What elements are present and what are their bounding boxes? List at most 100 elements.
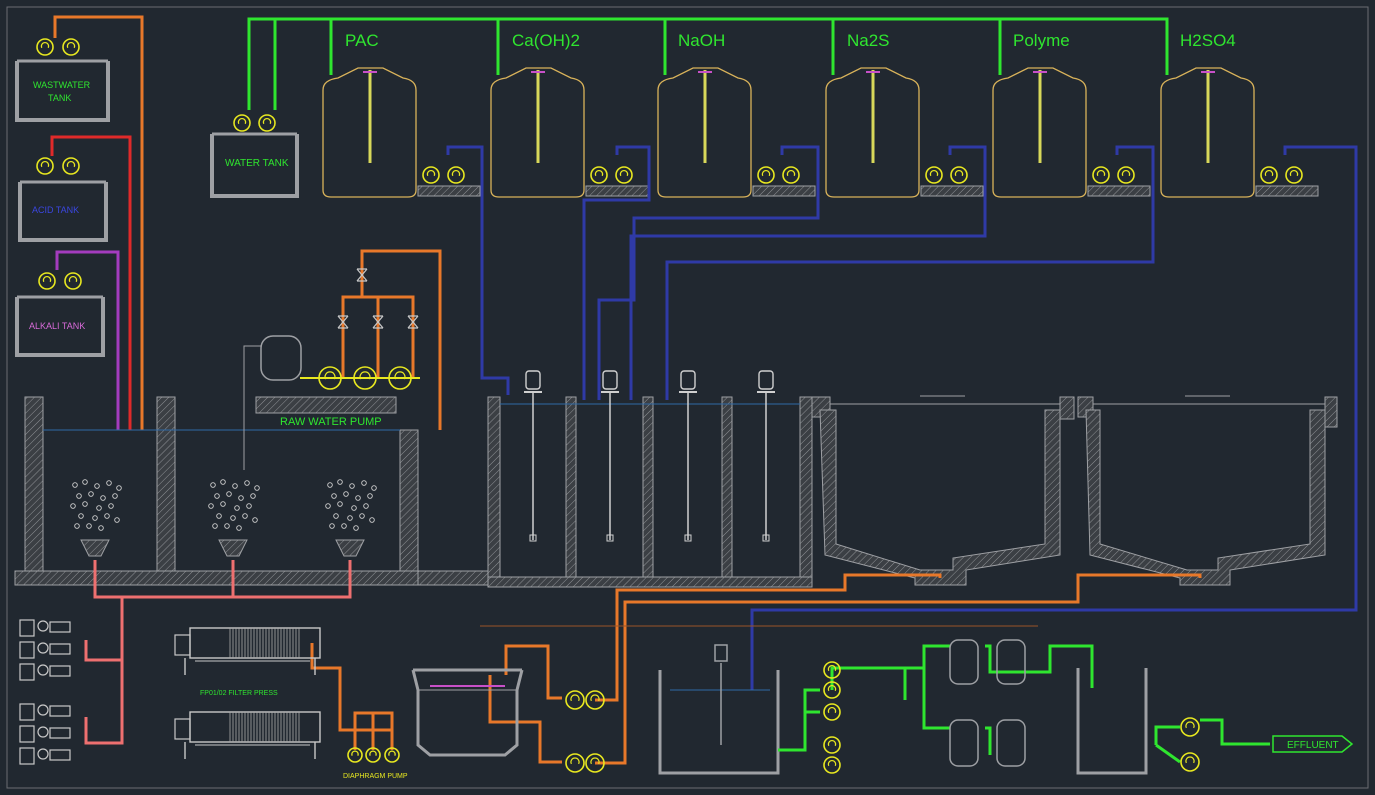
acid-pipe (50, 135, 132, 430)
sludge-thickener (411, 668, 524, 757)
metering-pump-icon (19, 663, 71, 681)
dosing-pump-icon (925, 166, 943, 184)
water-tank: WATER TANK (210, 132, 299, 198)
raw-water-pump-label: RAW WATER PUMP (280, 416, 382, 428)
pump-icon (233, 114, 251, 132)
reaction-tanks (417, 396, 813, 588)
filter-feed-pump-icon (823, 681, 841, 699)
chemical-tank-label: PAC (345, 31, 379, 50)
dosing-pump-icon (615, 166, 633, 184)
pump-icon (64, 272, 82, 290)
filter-press-label: FP01/02 FILTER PRESS (200, 690, 278, 697)
dosing-pump-icon (1117, 166, 1135, 184)
diaphragm-pump-manifold (353, 711, 394, 750)
metering-pump-icon (19, 619, 71, 637)
metering-pump-icon (19, 641, 71, 659)
filter-vessels (949, 639, 1026, 767)
chemical-tank-label: H2SO4 (1180, 31, 1236, 50)
valve-icon (407, 315, 419, 329)
raw-water-pump-icon (318, 366, 342, 390)
chemical-tank: PAC (322, 31, 481, 198)
drawing-border (6, 6, 1369, 789)
alkali-tank: ALKALI TANK (15, 295, 105, 357)
dosing-pump-icon (422, 166, 440, 184)
valve-icon (337, 315, 349, 329)
filter-press-icon (174, 711, 321, 759)
alkali-tank-label: ALKALI TANK (29, 321, 85, 331)
chemical-tank-label: Polyme (1013, 31, 1070, 50)
wastewater-tank: WASTWATER TANK (15, 59, 110, 122)
acid-tank-label: ACID TANK (32, 205, 79, 215)
effluent-label: EFFLUENT (1287, 740, 1339, 751)
effluent-pump-icon (1180, 752, 1200, 772)
chemical-dosing-lines (446, 145, 1358, 690)
pink-dosing-line (84, 597, 124, 745)
sludge-pump-icon (565, 690, 585, 710)
chemical-tank-label: NaOH (678, 31, 725, 50)
chemical-tank: NaOH (657, 31, 816, 198)
wastewater-tank-label-1: WASTWATER (33, 80, 91, 90)
metering-pump-icon (19, 703, 71, 721)
filter-feed-pump-icon (823, 756, 841, 774)
metering-pump-icon (19, 747, 71, 765)
diffuser-icon (208, 479, 260, 557)
dosing-pump-icon (1092, 166, 1110, 184)
valve-icon (372, 315, 384, 329)
dosing-pump-icon (950, 166, 968, 184)
dosing-pump-icon (1260, 166, 1278, 184)
chemical-tank: H2SO4 (1160, 31, 1319, 198)
pump-icon (36, 38, 54, 56)
mixer-icon (601, 370, 619, 542)
equalization-basin (14, 396, 486, 586)
sludge-line-pink (93, 560, 352, 599)
metering-pump-icon (19, 725, 71, 743)
pump-icon (258, 114, 276, 132)
alkali-pipe (55, 250, 120, 430)
effluent-pump-icon (1180, 717, 1200, 737)
effluent-tank (1076, 668, 1148, 775)
diffuser-icon (70, 479, 122, 557)
clarifier-1 (811, 396, 1075, 586)
dosing-pump-icon (1285, 166, 1303, 184)
chemical-tank-label: Ca(OH)2 (512, 31, 580, 50)
mixer-icon (679, 370, 697, 542)
sludge-pump-icon (585, 753, 605, 773)
effluent-lines (1154, 718, 1270, 764)
final-tank (658, 644, 780, 775)
diaphragm-pump-icon (384, 747, 400, 763)
water-tank-label: WATER TANK (225, 158, 289, 169)
filter-feed-pump-icon (823, 703, 841, 721)
diffuser-icon (325, 479, 377, 557)
sludge-pump-icon (565, 753, 585, 773)
filter-feed-pump-icon (823, 661, 841, 679)
pump-icon (36, 157, 54, 175)
wastewater-pipe (53, 15, 144, 430)
dosing-pump-icon (447, 166, 465, 184)
chemical-tank: Ca(OH)2 (490, 31, 649, 198)
pump-icon (62, 157, 80, 175)
filter-press-icon (174, 627, 321, 675)
sludge-pump-icon (585, 690, 605, 710)
filter-feed-lines (778, 644, 1094, 755)
mixer-icon (757, 370, 775, 542)
dosing-pump-icon (590, 166, 608, 184)
chemical-tank: Polyme (992, 31, 1151, 198)
diaphragm-pump-icon (365, 747, 381, 763)
pump-icon (62, 38, 80, 56)
wastewater-tank-label-2: TANK (48, 93, 71, 103)
dosing-pump-icon (757, 166, 775, 184)
raw-water-pump-icon (388, 366, 412, 390)
diaphragm-pump-icon (347, 747, 363, 763)
clarifier-2 (1077, 396, 1338, 586)
sludge-lines (310, 573, 1202, 765)
chemical-tank-label: Na2S (847, 31, 890, 50)
dosing-pump-icon (782, 166, 800, 184)
pump-icon (38, 272, 56, 290)
valve-icon (356, 268, 368, 282)
mixer-icon (524, 370, 542, 542)
raw-water-pump-icon (353, 366, 377, 390)
clarifier-weirs (830, 395, 1325, 405)
acid-tank: ACID TANK (18, 180, 108, 242)
chemical-supply-header (247, 17, 1169, 110)
